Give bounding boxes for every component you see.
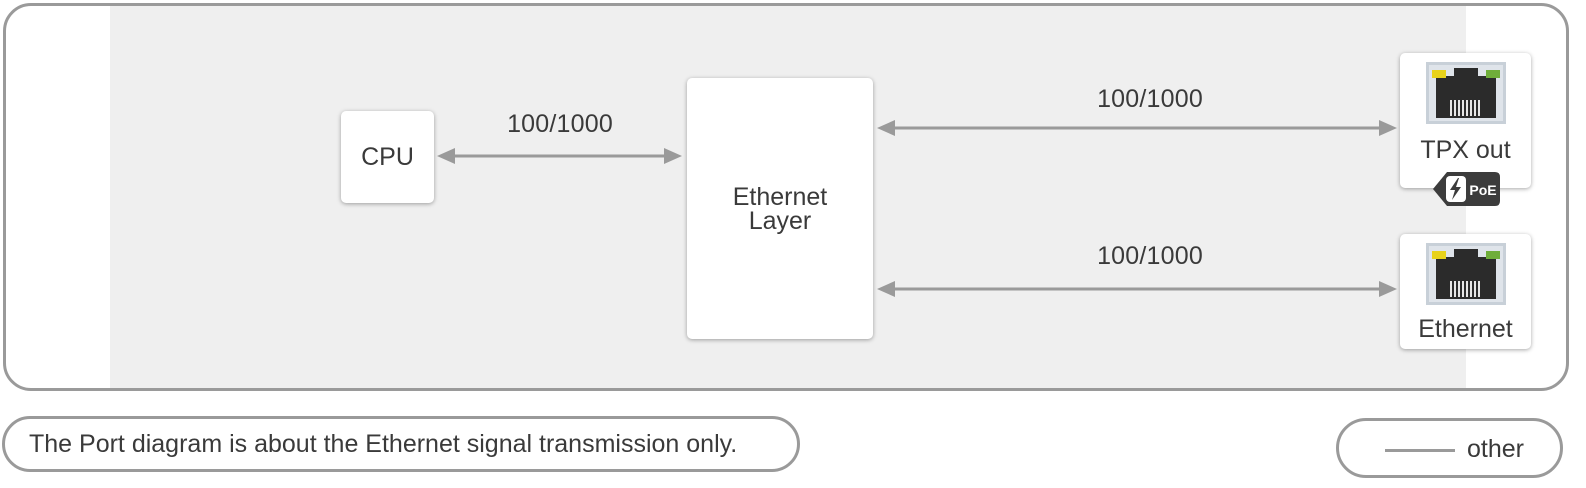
link-eth-line [892, 287, 1382, 291]
link-eth-label: 100/1000 [1097, 242, 1203, 270]
link-cpu-line [452, 154, 666, 158]
rj45-port-icon [1426, 243, 1506, 305]
link-eth-arrow-left [877, 281, 895, 297]
link-tpx-label: 100/1000 [1097, 85, 1203, 113]
port-ethernet-label: Ethernet [1418, 315, 1513, 343]
port-tpx-out-label: TPX out [1420, 136, 1511, 164]
cpu-block: CPU [341, 111, 434, 203]
rj45-port-icon [1426, 62, 1506, 124]
ethernet-layer-block: Ethernet Layer [687, 78, 873, 339]
link-cpu-arrow-left [437, 148, 455, 164]
port-ethernet[interactable]: Ethernet [1400, 234, 1531, 349]
diagram-note-text: The Port diagram is about the Ethernet s… [29, 429, 738, 458]
lightning-icon [1450, 178, 1461, 200]
link-cpu-label: 100/1000 [507, 110, 613, 138]
ethernet-layer-label-line1: Ethernet [732, 182, 828, 211]
legend-swatch-other [1385, 449, 1455, 452]
link-cpu-arrow-right [664, 148, 682, 164]
cpu-label: CPU [361, 143, 414, 171]
link-tpx-arrow-right [1379, 120, 1397, 136]
poe-badge: PoE [1433, 172, 1500, 206]
legend: other [1336, 418, 1563, 478]
poe-badge-text: PoE [1469, 182, 1496, 198]
diagram-note: The Port diagram is about the Ethernet s… [2, 416, 800, 472]
ethernet-layer-label-line2: Layer [748, 206, 812, 235]
legend-label-other: other [1467, 435, 1524, 463]
link-eth-arrow-right [1379, 281, 1397, 297]
port-tpx-out[interactable]: TPX out [1400, 53, 1531, 188]
link-tpx-arrow-left [877, 120, 895, 136]
link-tpx-line [892, 126, 1382, 130]
